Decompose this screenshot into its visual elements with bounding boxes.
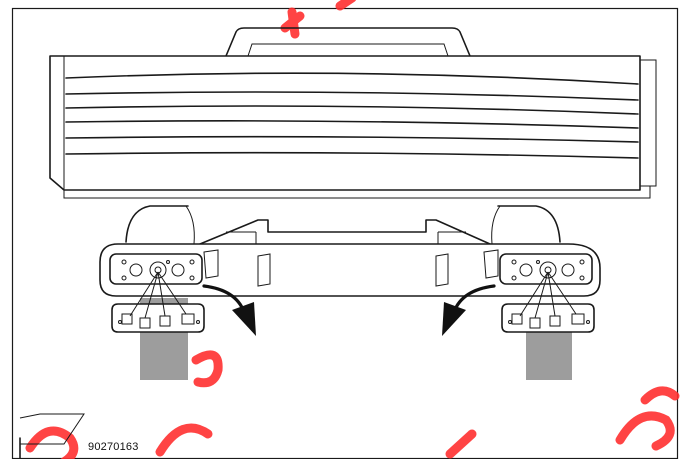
rear-bumper: [99, 243, 601, 297]
left-tail-light-mounted: [109, 253, 203, 285]
curved-arrow-down-right-icon: [202, 284, 256, 336]
watermark: [25, 0, 680, 464]
housing-handle-inner: [247, 43, 449, 57]
right-tail-light-mounted: [499, 253, 593, 285]
chassis-frame: [125, 205, 561, 245]
right-mounting-bracket: [526, 330, 572, 380]
housing-handle: [225, 27, 471, 57]
shutter-housing: [49, 55, 657, 199]
curved-arrow-down-left-icon: [442, 284, 496, 336]
figure-reference-number: 90270163: [88, 441, 139, 453]
page-corner-icon: [19, 413, 85, 459]
left-tail-light-removed: [111, 271, 205, 333]
right-tail-light-removed: [501, 271, 595, 333]
